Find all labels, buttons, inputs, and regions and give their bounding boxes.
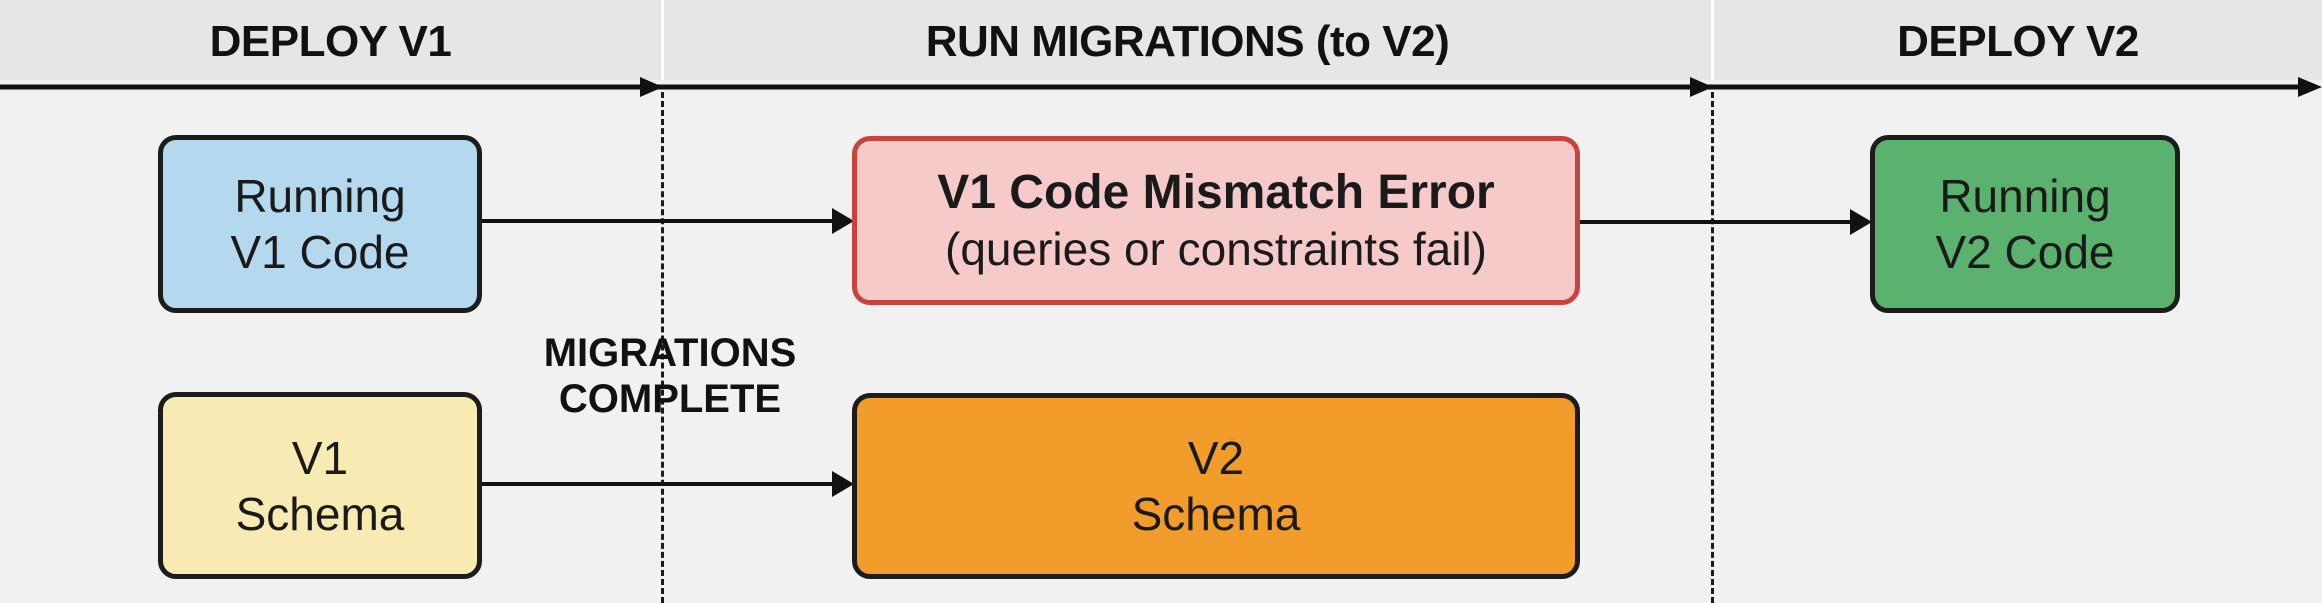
arrow-v1-code-to-error — [482, 208, 854, 234]
phase-title-deploy-v2: DEPLOY V2 — [1897, 17, 2139, 66]
node-label-line1: Running — [1939, 170, 2111, 222]
node-label-line1: Running — [234, 170, 406, 222]
error-title: V1 Code Mismatch Error — [937, 165, 1495, 219]
node-label-line1: V1 — [291, 431, 349, 484]
node-v2-schema: V2 Schema — [852, 393, 1580, 579]
phase-title-deploy-v1: DEPLOY V1 — [209, 17, 452, 66]
phase-header-band — [0, 0, 2322, 80]
node-running-v2-code: Running V2 Code — [1870, 135, 2180, 313]
phase-separator — [1711, 0, 1714, 80]
node-running-v1-code: Running V1 Code — [158, 135, 482, 313]
error-subtitle: (queries or constraints fail) — [945, 222, 1487, 275]
phase-separator — [661, 0, 664, 80]
phase-title-run-migrations: RUN MIGRATIONS (to V2) — [925, 17, 1450, 66]
timeline-arrow — [0, 77, 2322, 97]
arrow-v1-schema-to-v2-schema — [482, 471, 854, 497]
milestone-line1: MIGRATIONS — [543, 331, 797, 375]
milestone-line2: COMPLETE — [558, 377, 782, 421]
node-label-line2: V1 Code — [230, 226, 410, 278]
node-label-line2: V2 Code — [1935, 226, 2115, 278]
node-v1-code-mismatch-error: V1 Code Mismatch Error (queries or const… — [852, 136, 1580, 305]
phase-divider-migrations-start — [661, 92, 664, 603]
node-label-line2: Schema — [1131, 488, 1301, 540]
node-v1-schema: V1 Schema — [158, 392, 482, 579]
node-label-line2: Schema — [235, 487, 405, 540]
node-label-line1: V2 — [1187, 432, 1245, 484]
milestone-migrations-complete: MIGRATIONS COMPLETE — [520, 330, 820, 422]
phase-divider-deploy-v2-start — [1711, 92, 1714, 603]
arrow-error-to-v2-code — [1580, 209, 1872, 235]
